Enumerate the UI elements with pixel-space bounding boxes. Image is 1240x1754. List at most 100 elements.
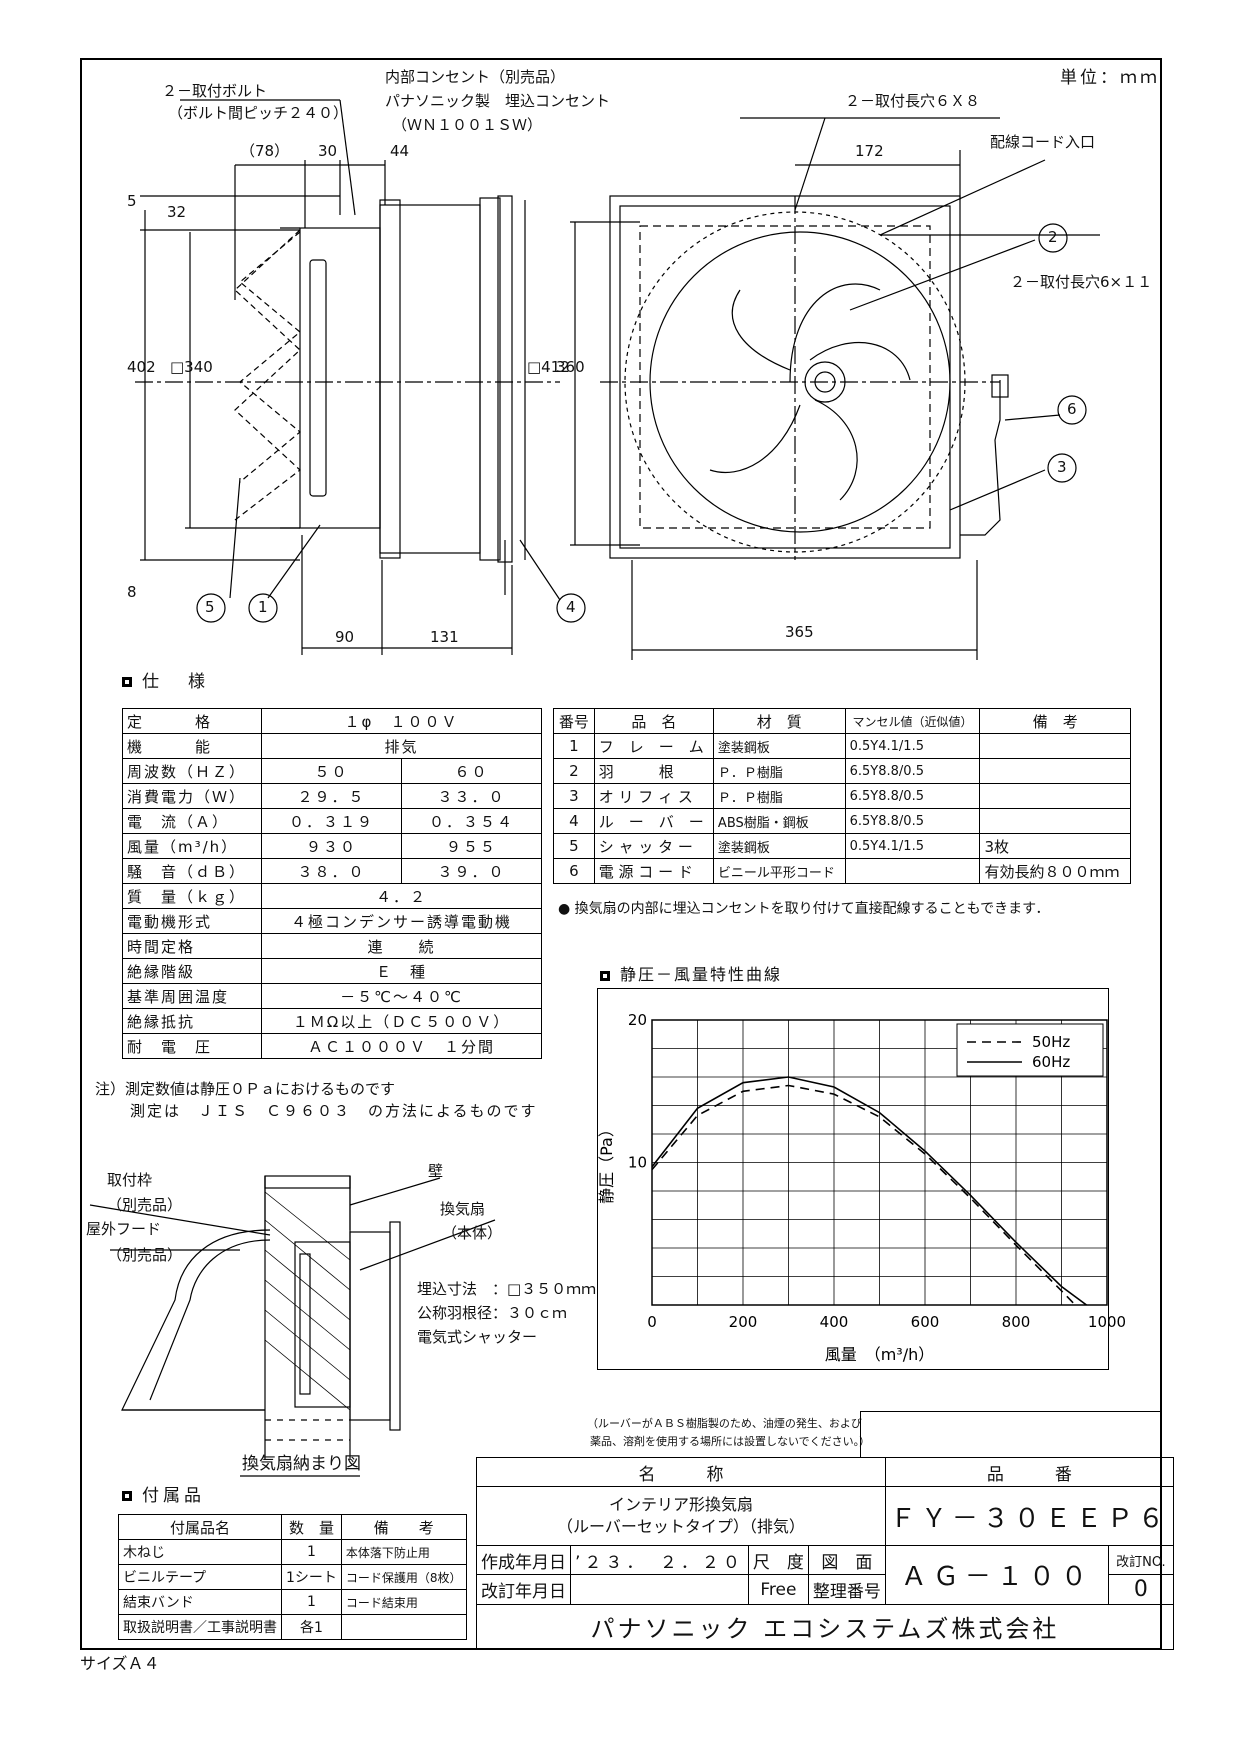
dim-8: 8 <box>127 583 137 601</box>
callout-5: 5 <box>205 598 215 616</box>
cord-inlet-label: 配線コード入口 <box>990 133 1096 151</box>
x-tick-label: 800 <box>1002 1313 1031 1331</box>
acc-row: 取扱説明書／工事説明書各1 <box>118 1614 467 1640</box>
legend-box <box>956 1023 1104 1077</box>
caution-line-1: （ルーバーがＡＢＳ樹脂製のため、油煙の発生、および <box>587 1417 862 1430</box>
x-tick-label: 1000 <box>1088 1313 1126 1331</box>
outlet-maker-label: パナソニック製 埋込コンセント <box>385 92 611 110</box>
bolt-pitch-label: （ボルト間ピッチ２４０） <box>168 104 349 122</box>
parts-header-cell: 備 考 <box>979 708 1131 734</box>
dim-365: 365 <box>785 623 814 641</box>
parts-cell: 0.5Y4.1/1.5 <box>844 833 981 859</box>
acc-header-cell: 付属品名 <box>118 1514 282 1540</box>
section-marker-icon <box>122 677 132 687</box>
spec-label: 電 流（Ａ） <box>122 808 262 834</box>
spec-title: 仕 様 <box>122 674 211 691</box>
x-tick-label: 0 <box>647 1313 657 1331</box>
scale-label: 尺 度 <box>747 1545 809 1576</box>
accessories-title: 付属品 <box>122 1488 205 1505</box>
dim-340: □340 <box>170 358 213 376</box>
parts-header-cell: 材 質 <box>712 708 846 734</box>
parts-cell: 有効長約８００ｍｍ <box>979 858 1131 884</box>
legend-label: 60Hz <box>1032 1053 1070 1071</box>
acc-cell: 本体落下防止用 <box>340 1539 467 1565</box>
name-header: 名 称 <box>476 1456 886 1488</box>
parts-header-cell: 番号 <box>553 708 595 734</box>
section-marker-icon <box>600 970 610 981</box>
acc-cell: 1 <box>281 1539 342 1565</box>
acc-header-row: 付属品名数 量備 考 <box>118 1514 467 1540</box>
spec-value: ９３０ <box>261 833 402 859</box>
revised-date <box>570 1574 749 1605</box>
parts-cell: 1 <box>553 733 595 759</box>
x-tick-label: 600 <box>911 1313 940 1331</box>
hood-label: 屋外フード <box>86 1220 162 1238</box>
revised-label: 改訂年月日 <box>476 1574 571 1605</box>
revision-number: 0 <box>1107 1574 1174 1605</box>
chart-panel <box>597 988 1109 1370</box>
zumen-label: 図 面 <box>807 1545 886 1576</box>
acc-cell: 各1 <box>281 1614 342 1640</box>
spec-note-2: 測定は ＪＩＳ Ｃ９６０３ の方法によるものです <box>130 1102 538 1120</box>
acc-header-cell: 備 考 <box>340 1514 467 1540</box>
callout-1: 1 <box>258 598 268 616</box>
acc-cell: コード結束用 <box>340 1589 467 1615</box>
title-block: 名 称 品 番 インテリア形換気扇（ルーバーセットタイプ）（排気） ＦＹ－３０Ｅ… <box>476 1456 1174 1651</box>
spec-value: ９５５ <box>400 833 543 859</box>
spec-label: 消費電力（Ｗ） <box>122 783 262 809</box>
legend-label: 50Hz <box>1032 1033 1070 1051</box>
y-axis-label: 静圧（Pa） <box>597 1121 616 1204</box>
parts-cell: オ リ フ ィ ス <box>593 783 714 809</box>
parts-cell: Ｐ．Ｐ樹脂 <box>712 758 846 784</box>
spec-value: Ｅ 種 <box>261 958 542 984</box>
spec-label: 周波数（ＨＺ） <box>122 758 262 784</box>
hole-6x11-label: ２－取付長穴6×１１ <box>1010 273 1153 291</box>
fan-sub-label: （本体） <box>442 1224 503 1242</box>
section-marker-icon <box>122 1491 132 1501</box>
x-tick-label: 400 <box>820 1313 849 1331</box>
parts-cell <box>979 783 1131 809</box>
dim-90: 90 <box>335 628 355 646</box>
spec-row: 時間定格連 続 <box>122 933 542 959</box>
parts-cell: ビニール平形コード <box>712 858 846 884</box>
blank-box <box>860 1411 1162 1457</box>
acc-cell: コード保護用（8枚） <box>340 1564 467 1590</box>
parts-cell: 3枚 <box>979 833 1131 859</box>
dim-44: 44 <box>390 142 410 160</box>
parts-cell: 羽 根 <box>593 758 714 784</box>
acc-cell: 1シート <box>281 1564 342 1590</box>
acc-header-cell: 数 量 <box>281 1514 342 1540</box>
install-title: 換気扇納まり図 <box>242 1454 361 1474</box>
callout-2: 2 <box>1048 228 1058 246</box>
parts-cell: シ ャ ッ タ ー <box>593 833 714 859</box>
unit-label: 単位：ｍｍ <box>1060 68 1160 88</box>
spec-row: 基準周囲温度－５℃～４０℃ <box>122 983 542 1009</box>
spec-value: －５℃～４０℃ <box>261 983 542 1009</box>
outlet-model-label: （ＷＮ１００１ＳＷ） <box>392 116 543 134</box>
parts-cell <box>979 808 1131 834</box>
product-name: インテリア形換気扇（ルーバーセットタイプ）（排気） <box>476 1486 886 1547</box>
model-number: ＦＹ－３０ＥＥＰ６ <box>884 1486 1174 1547</box>
spec-value: ＡＣ１０００Ｖ １分間 <box>261 1033 542 1059</box>
y-tick-label: 20 <box>628 1011 647 1029</box>
spec-label: 絶縁抵抗 <box>122 1008 262 1034</box>
spec-value: ４極コンデンサー誘導電動機 <box>261 908 542 934</box>
install-spec-1: 埋込寸法 ：□３５０ｍｍ <box>417 1280 597 1298</box>
spec-value: １ＭΩ以上（ＤＣ５００Ｖ） <box>261 1008 542 1034</box>
acc-cell: 木ねじ <box>118 1539 282 1565</box>
acc-cell: 1 <box>281 1589 342 1615</box>
caution-line-2: 薬品、溶剤を使用する場所には設置しないでください。） <box>590 1435 871 1448</box>
drawing-number: ＡＧ－１００ <box>884 1545 1109 1605</box>
